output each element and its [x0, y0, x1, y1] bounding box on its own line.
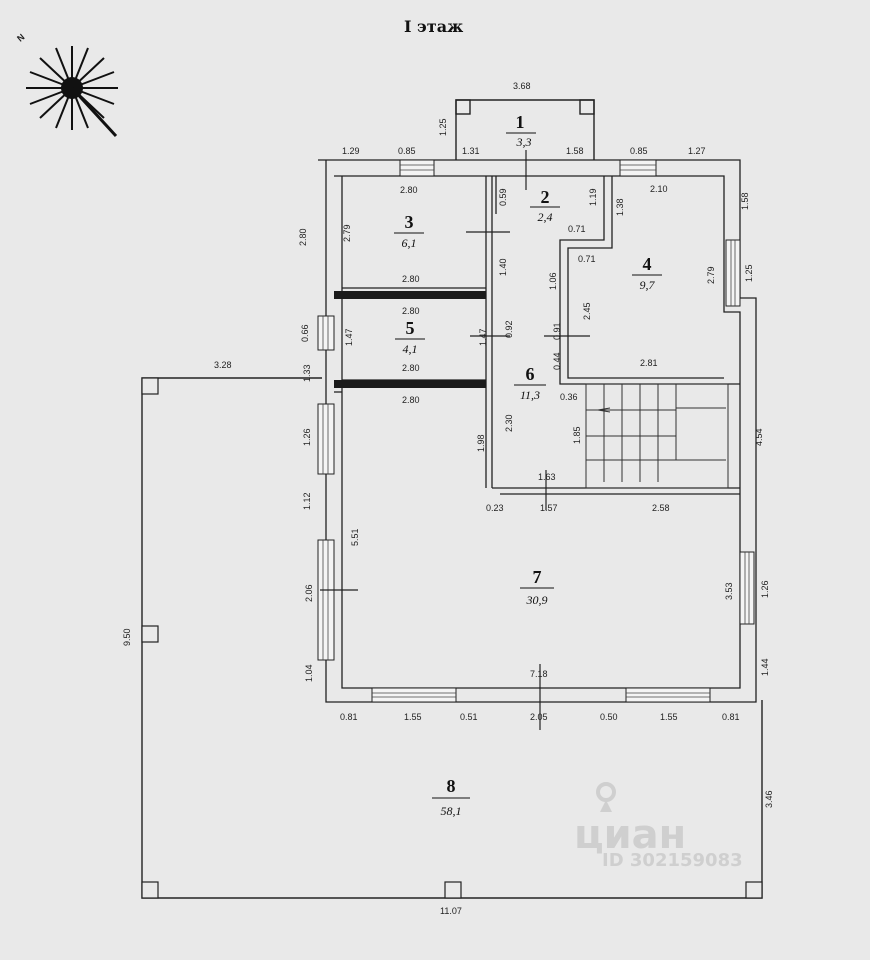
door-markers [320, 150, 590, 730]
dimension-label: 3.28 [214, 360, 232, 370]
dimension-label: 0.85 [630, 146, 648, 156]
dimension-label: 1.25 [438, 118, 448, 136]
floor-title: I этаж [404, 17, 463, 36]
dimension-label: 1.85 [572, 426, 582, 444]
room-area: 3,3 [516, 135, 532, 149]
dimension-label: 0.50 [600, 712, 618, 722]
dimension-label: 1.31 [462, 146, 480, 156]
dimension-label: 1.47 [344, 328, 354, 346]
porch-outline [455, 99, 595, 160]
room-area: 2,4 [538, 210, 553, 224]
dimension-label: 1.40 [498, 258, 508, 276]
dimension-label: 0.36 [560, 392, 578, 402]
room-area: 6,1 [402, 236, 417, 250]
dimension-label: 1.06 [548, 272, 558, 290]
dimension-label: 0.59 [498, 188, 508, 206]
dimension-label: 1.12 [302, 492, 312, 510]
dimension-label: 0.81 [340, 712, 358, 722]
dimension-label: 7.18 [530, 669, 548, 679]
dimension-label: 1.63 [538, 472, 556, 482]
room-number: 2 [541, 187, 550, 207]
compass-icon [26, 46, 118, 138]
dimension-label: 0.71 [568, 224, 586, 234]
dimension-label: 2.79 [706, 266, 716, 284]
dimension-label: 0.85 [398, 146, 416, 156]
dimension-label: 2.80 [402, 274, 420, 284]
exterior-walls [318, 159, 757, 703]
dimension-label: 2.79 [342, 224, 352, 242]
dimension-label: 5.51 [350, 528, 360, 546]
window-panes [322, 164, 750, 698]
dimension-label: 0.23 [486, 503, 504, 513]
dimension-label: 0.91 [552, 322, 562, 340]
room-area: 58,1 [441, 804, 462, 818]
dimension-label: 1.58 [566, 146, 584, 156]
dimension-label: 2.30 [504, 414, 514, 432]
room-number: 7 [533, 567, 542, 587]
dimension-label: 2.80 [402, 306, 420, 316]
dimension-labels: 3.68 1.25 1.29 0.85 1.31 1.58 0.85 1.27 … [122, 81, 774, 916]
dimension-label: 1.44 [760, 658, 770, 676]
dimension-label: 1.38 [615, 198, 625, 216]
dimension-label: 0.71 [578, 254, 596, 264]
dimension-label: 1.29 [342, 146, 360, 156]
dimension-label: 1.33 [302, 364, 312, 382]
dimension-label: 2.58 [652, 503, 670, 513]
dimension-label: 1.57 [540, 503, 558, 513]
terrace-posts [141, 377, 763, 899]
dimension-label: 0.92 [504, 320, 514, 338]
room-area: 11,3 [520, 388, 540, 402]
room-number: 1 [516, 112, 525, 132]
dimension-label: 0.81 [722, 712, 740, 722]
dimension-label: 3.68 [513, 81, 531, 91]
dimension-label: 2.05 [530, 712, 548, 722]
room-number: 4 [643, 254, 652, 274]
dimension-label: 2.80 [400, 185, 418, 195]
dimension-label: 2.80 [402, 363, 420, 373]
dimension-label: 1.26 [302, 428, 312, 446]
staircase [585, 383, 729, 489]
dimension-label: 1.55 [660, 712, 678, 722]
room-area: 9,7 [640, 278, 656, 292]
dimension-label: 3.46 [764, 790, 774, 808]
room-number: 3 [405, 212, 414, 232]
dimension-label: 1.55 [404, 712, 422, 722]
dimension-label: 2.06 [304, 584, 314, 602]
dimension-label: 0.44 [552, 352, 562, 370]
dimension-label: 4.54 [754, 428, 764, 446]
dimension-label: 2.81 [640, 358, 658, 368]
dimension-label: 3.53 [724, 582, 734, 600]
windows [317, 159, 755, 703]
dimension-label: 0.51 [460, 712, 478, 722]
dimension-label: 2.80 [402, 395, 420, 405]
room-number: 5 [406, 318, 415, 338]
dimension-label: 1.27 [688, 146, 706, 156]
dimension-label: 2.10 [650, 184, 668, 194]
dimension-label: 1.04 [304, 664, 314, 682]
location-pin-icon [596, 782, 616, 812]
dimension-label: 1.26 [760, 580, 770, 598]
dimension-label: 0.66 [300, 324, 310, 342]
watermark: циан ID 302159083 [574, 782, 743, 871]
watermark-brand: циан [574, 812, 686, 858]
room-number: 6 [526, 364, 535, 384]
room-labels: 1 3,3 2 2,4 3 6,1 4 9,7 5 4,1 6 11,3 7 3… [394, 112, 662, 818]
dimension-label: 11.07 [440, 906, 462, 916]
dimension-label: 1.98 [476, 434, 486, 452]
dimension-label: 1.19 [588, 188, 598, 206]
room-area: 30,9 [526, 593, 548, 607]
compass-letter: N [15, 32, 26, 44]
dimension-label: 9.50 [122, 628, 132, 646]
dimension-label: 1.25 [744, 264, 754, 282]
dimension-label: 2.80 [298, 228, 308, 246]
dimension-label: 1.47 [478, 328, 488, 346]
room-number: 8 [447, 776, 456, 796]
dimension-label: 1.58 [740, 192, 750, 210]
partition-hatch [334, 291, 486, 388]
room-area: 4,1 [403, 342, 418, 356]
dimension-label: 2.45 [582, 302, 592, 320]
watermark-id: ID 302159083 [602, 850, 743, 871]
